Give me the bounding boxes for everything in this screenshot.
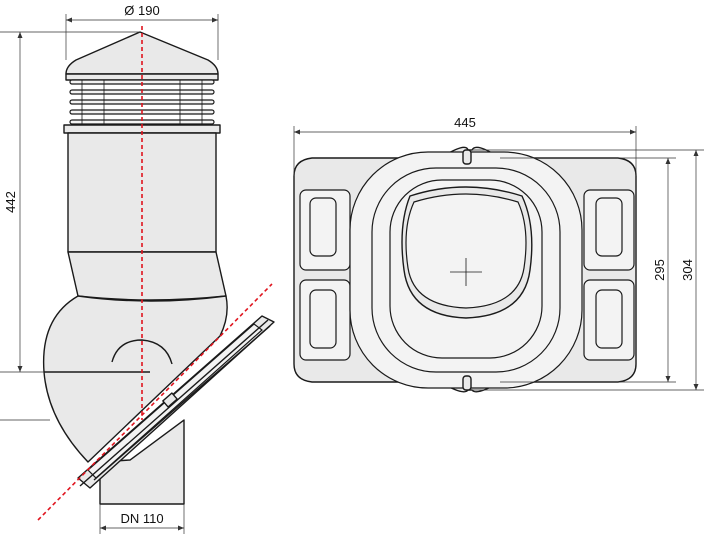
vent-cap [65, 31, 219, 75]
roof-flashing [77, 315, 275, 489]
dn-label: DN 110 [120, 511, 163, 526]
dn-dimension: DN 110 [99, 504, 185, 534]
width-dimension: 445 [293, 115, 637, 176]
roof-slope-axis [37, 283, 273, 521]
left-mount-slots [299, 189, 351, 361]
ball-joint [42, 295, 228, 463]
height-label: 442 [3, 191, 18, 213]
vent-transition [67, 251, 227, 301]
width-label: 445 [454, 115, 476, 130]
top-notch [462, 149, 472, 165]
outer-depth-label: 304 [680, 259, 695, 281]
inner-depth-dimension: 295 [500, 157, 676, 383]
ball-inner-arc [111, 339, 173, 365]
diameter-label: Ø 190 [124, 3, 159, 18]
vent-tube [67, 132, 217, 253]
inner-depth-label: 295 [652, 259, 667, 281]
right-mount-slots [583, 189, 635, 361]
top-view: 445 295 304 [293, 115, 704, 393]
side-view: Ø 190 442 DN 110 [0, 3, 275, 534]
outer-depth-dimension: 304 [470, 149, 704, 391]
connector-pipe [99, 419, 185, 505]
bottom-notch [462, 375, 472, 391]
height-dimension: 442 [0, 31, 140, 421]
diameter-dimension: Ø 190 [65, 3, 219, 60]
